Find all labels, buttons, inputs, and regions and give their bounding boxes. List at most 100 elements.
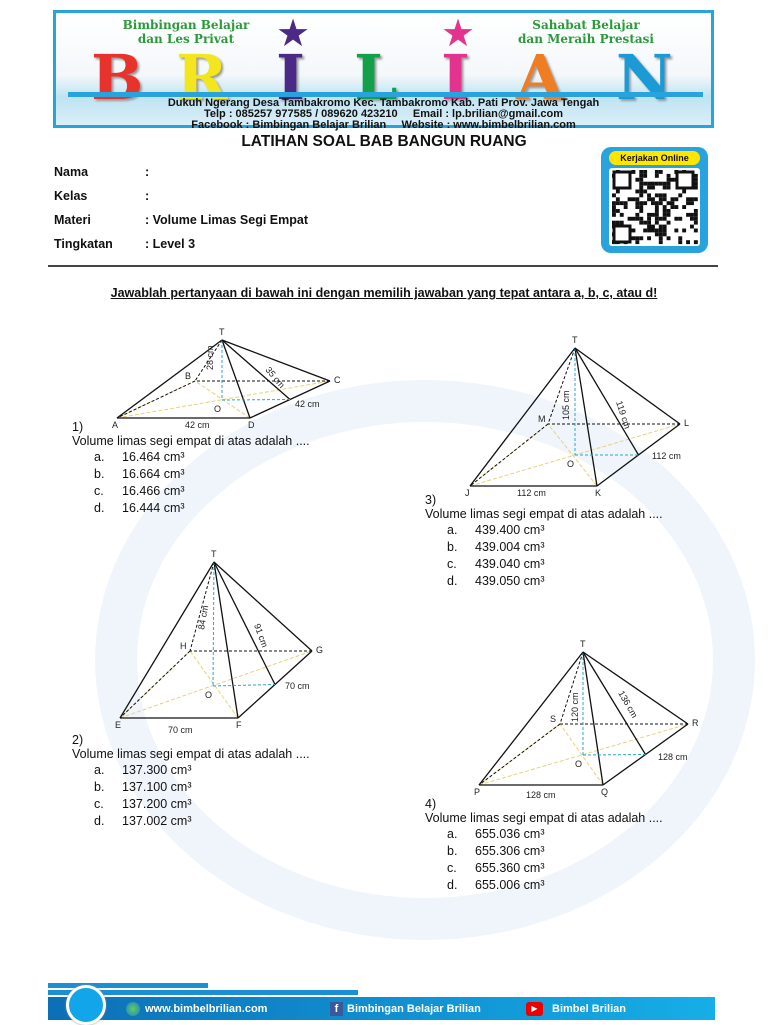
option-letter[interactable]: d. <box>447 574 458 588</box>
youtube-icon: ▶ <box>526 1002 543 1016</box>
star-icon: ★ <box>441 13 476 55</box>
vertex-label: T <box>580 639 586 649</box>
footer-facebook[interactable]: Bimbingan Belajar Brilian <box>347 1003 481 1015</box>
vertex-label: P <box>474 787 480 797</box>
option-value[interactable]: 16.444 cm³ <box>122 501 185 515</box>
apothem-line <box>582 754 646 756</box>
footer-website[interactable]: www.bimbelbrilian.com <box>145 1003 268 1015</box>
lateral-edge <box>574 347 598 487</box>
option-value[interactable]: 439.040 cm³ <box>475 557 545 571</box>
slant-height <box>213 561 276 685</box>
lateral-edge <box>478 651 584 786</box>
footer-youtube[interactable]: Bimbel Brilian <box>552 1003 626 1015</box>
option-letter[interactable]: a. <box>447 523 458 537</box>
vertex-label: T <box>572 335 578 345</box>
option-letter[interactable]: c. <box>447 557 457 571</box>
footer-bar <box>48 997 715 1020</box>
divider <box>48 265 718 267</box>
question-number: 1) <box>72 420 84 434</box>
star-icon: ★ <box>276 13 311 55</box>
option-value[interactable]: 16.466 cm³ <box>122 484 185 498</box>
base-length-label: 128 cm <box>526 790 556 800</box>
option-letter[interactable]: b. <box>94 467 105 481</box>
height-label: 120 cm <box>570 692 580 722</box>
qr-code-card[interactable]: Kerjakan Online <box>601 147 708 253</box>
option-letter[interactable]: a. <box>94 763 105 777</box>
option-letter[interactable]: d. <box>94 814 105 828</box>
question-text: Volume limas segi empat di atas adalah .… <box>425 811 663 825</box>
hidden-edge <box>119 650 191 719</box>
option-value[interactable]: 137.200 cm³ <box>122 797 192 811</box>
vertex-label: B <box>185 371 191 381</box>
logo-letter: B <box>91 41 144 114</box>
apothem-line <box>221 399 291 401</box>
option-letter[interactable]: c. <box>94 797 104 811</box>
option-value[interactable]: 16.664 cm³ <box>122 467 185 481</box>
lateral-edge <box>574 347 681 425</box>
base-diagonal <box>559 723 604 786</box>
option-letter[interactable]: b. <box>94 780 105 794</box>
option-letter[interactable]: c. <box>94 484 104 498</box>
option-letter[interactable]: b. <box>447 540 458 554</box>
slant-height <box>574 347 640 456</box>
option-value[interactable]: 655.036 cm³ <box>475 827 545 841</box>
question-number: 3) <box>425 493 437 507</box>
option-value[interactable]: 137.300 cm³ <box>122 763 192 777</box>
tagline-line: dan Meraih Prestasi <box>518 32 654 46</box>
hidden-edge <box>478 723 561 786</box>
base-diagonal <box>189 650 239 719</box>
facebook-icon: f <box>330 1002 343 1016</box>
question-number: 2) <box>72 733 84 747</box>
lateral-edge <box>469 347 576 487</box>
slant-height <box>221 339 291 400</box>
vertex-label: J <box>465 488 470 498</box>
height-label: 28 cm <box>205 345 215 370</box>
option-value[interactable]: 655.360 cm³ <box>475 861 545 875</box>
address: Dukuh Ngerang Desa Tambakromo Kec. Tamba… <box>167 97 600 109</box>
option-value[interactable]: 137.002 cm³ <box>122 814 192 828</box>
lateral-edge <box>119 561 215 719</box>
height-label: 105 cm <box>561 390 571 420</box>
vertex-label: T <box>219 327 225 337</box>
option-letter[interactable]: a. <box>447 827 458 841</box>
tagline-line: Bimbingan Belajar <box>122 18 250 32</box>
option-letter[interactable]: c. <box>447 861 457 875</box>
vertex-label: L <box>684 418 689 428</box>
option-letter[interactable]: d. <box>447 878 458 892</box>
qr-code-icon <box>609 168 700 246</box>
height-line <box>212 561 215 687</box>
option-value[interactable]: 655.006 cm³ <box>475 878 545 892</box>
instruction: Jawablah pertanyaan di bawah ini dengan … <box>110 286 658 300</box>
option-letter[interactable]: d. <box>94 501 105 515</box>
logo-letter: L <box>354 41 398 114</box>
center-label: O <box>575 759 582 769</box>
option-value[interactable]: 439.004 cm³ <box>475 540 545 554</box>
option-value[interactable]: 439.400 cm³ <box>475 523 545 537</box>
option-letter[interactable]: a. <box>94 450 105 464</box>
apothem-line <box>212 684 276 687</box>
logo-letter: I <box>441 41 471 114</box>
lateral-edge <box>221 339 331 382</box>
vertex-label: F <box>236 720 242 730</box>
lateral-edge <box>582 651 604 786</box>
vertex-label: M <box>538 414 546 424</box>
base-length-label: 42 cm <box>185 420 210 430</box>
base-width-label: 128 cm <box>658 752 688 762</box>
center-label: O <box>214 404 221 414</box>
base-width-label: 112 cm <box>652 451 681 461</box>
base-diagonal <box>119 650 313 719</box>
lateral-edge <box>582 651 689 725</box>
option-value[interactable]: 655.306 cm³ <box>475 844 545 858</box>
vertex-label: S <box>550 714 556 724</box>
option-letter[interactable]: b. <box>447 844 458 858</box>
vertex-label: C <box>334 375 341 385</box>
vertex-label: Q <box>601 787 608 797</box>
slant-label: 119 cm <box>614 400 632 431</box>
option-value[interactable]: 439.050 cm³ <box>475 574 545 588</box>
footer-stripe <box>48 990 358 995</box>
option-value[interactable]: 137.100 cm³ <box>122 780 192 794</box>
option-value[interactable]: 16.464 cm³ <box>122 450 185 464</box>
page-title: LATIHAN SOAL BAB BANGUN RUANG <box>241 133 527 150</box>
